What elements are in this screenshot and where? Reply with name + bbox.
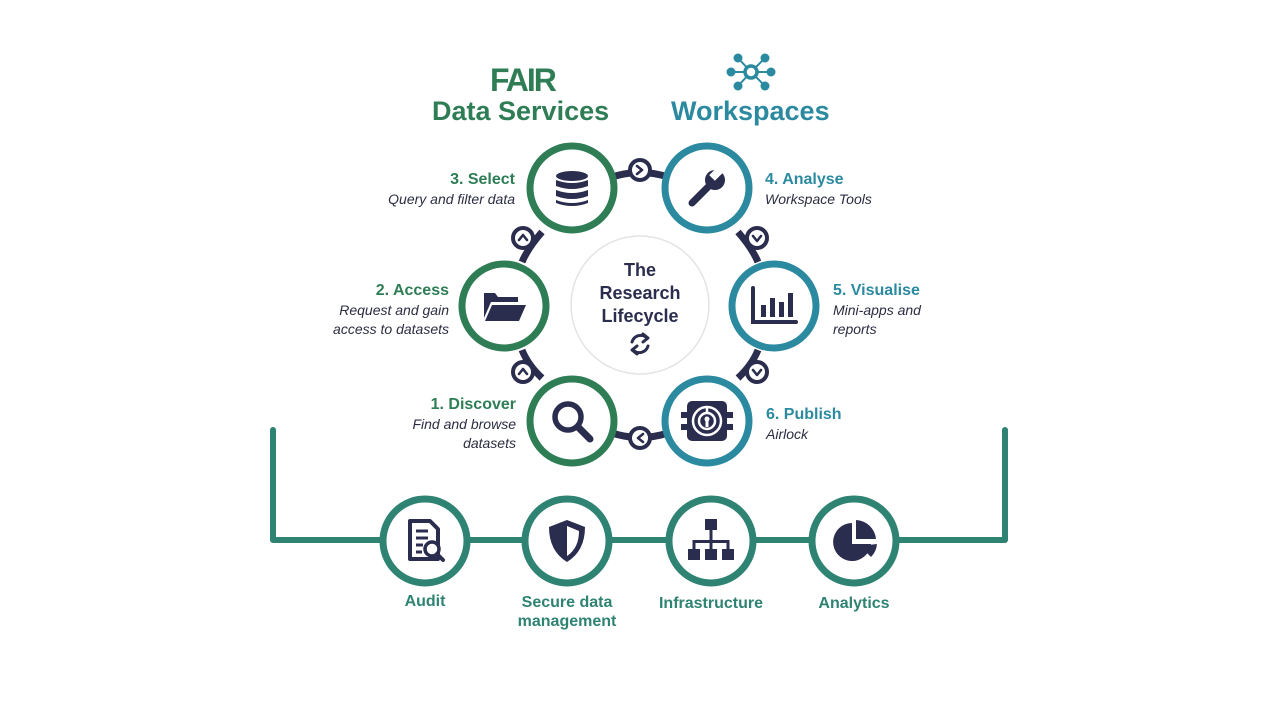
workspaces-logo-icon [726,53,776,91]
step-description: Workspace Tools [765,191,872,207]
step-description: Airlock [766,426,809,442]
step-title: 3. Select [450,171,515,188]
airlock-icon [681,401,733,441]
step-title: 5. Visualise [833,282,920,299]
ring-arrow-badge [745,360,769,384]
step-description: Request and gain access to datasets [333,302,449,337]
step-label-analyse: 4. Analyse Workspace Tools [765,170,965,209]
step-label-publish: 6. Publish Airlock [766,405,916,444]
ring-arrow-badge [511,226,535,250]
center-disc [570,235,710,375]
step-label-access: 2. Access Request and gain access to dat… [318,281,449,339]
foundation-label-infrastructure: Infrastructure [658,595,764,612]
audit-document-icon [408,519,445,562]
foundation-node-audit[interactable] [379,495,471,587]
workspaces-title: Workspaces [671,96,830,126]
foundation-node-analytics[interactable] [808,495,900,587]
folder-open-icon [484,293,526,321]
pie-chart-icon [833,520,877,561]
step-label-visualise: 5. Visualise Mini-apps and reports [833,281,937,339]
step-description: Query and filter data [388,191,515,207]
step-title: 1. Discover [430,396,516,413]
step-label-discover: 1. Discover Find and browse datasets [395,395,516,453]
database-icon [556,171,588,206]
shield-icon [549,520,585,562]
step-description: Mini-apps and reports [833,302,921,337]
foundation-label-secure-data: Secure data management [517,594,617,630]
refresh-icon [630,332,650,356]
magnifier-icon [552,401,594,443]
step-node-discover[interactable] [526,375,618,467]
step-description: Find and browse datasets [412,416,516,451]
ring-arrow-badge [628,158,652,182]
step-title: 6. Publish [766,406,842,423]
bar-chart-icon [751,286,798,324]
data-services-title: Data Services [432,96,610,126]
step-title: 4. Analyse [765,171,844,188]
ring-arrow-badge [745,226,769,250]
step-title: 2. Access [375,282,449,299]
wrench-icon [688,165,725,207]
ring-arrow-badge [511,360,535,384]
ring-arrow-badge [628,426,652,450]
step-label-select: 3. Select Query and filter data [300,170,515,209]
foundation-label-audit: Audit [404,593,446,610]
center-title: The Research Lifecycle [599,260,681,326]
foundation-label-analytics: Analytics [818,595,890,612]
fair-logo: FAIR [490,62,557,98]
network-hierarchy-icon [688,519,734,560]
foundation-bracket-line [270,427,1008,543]
